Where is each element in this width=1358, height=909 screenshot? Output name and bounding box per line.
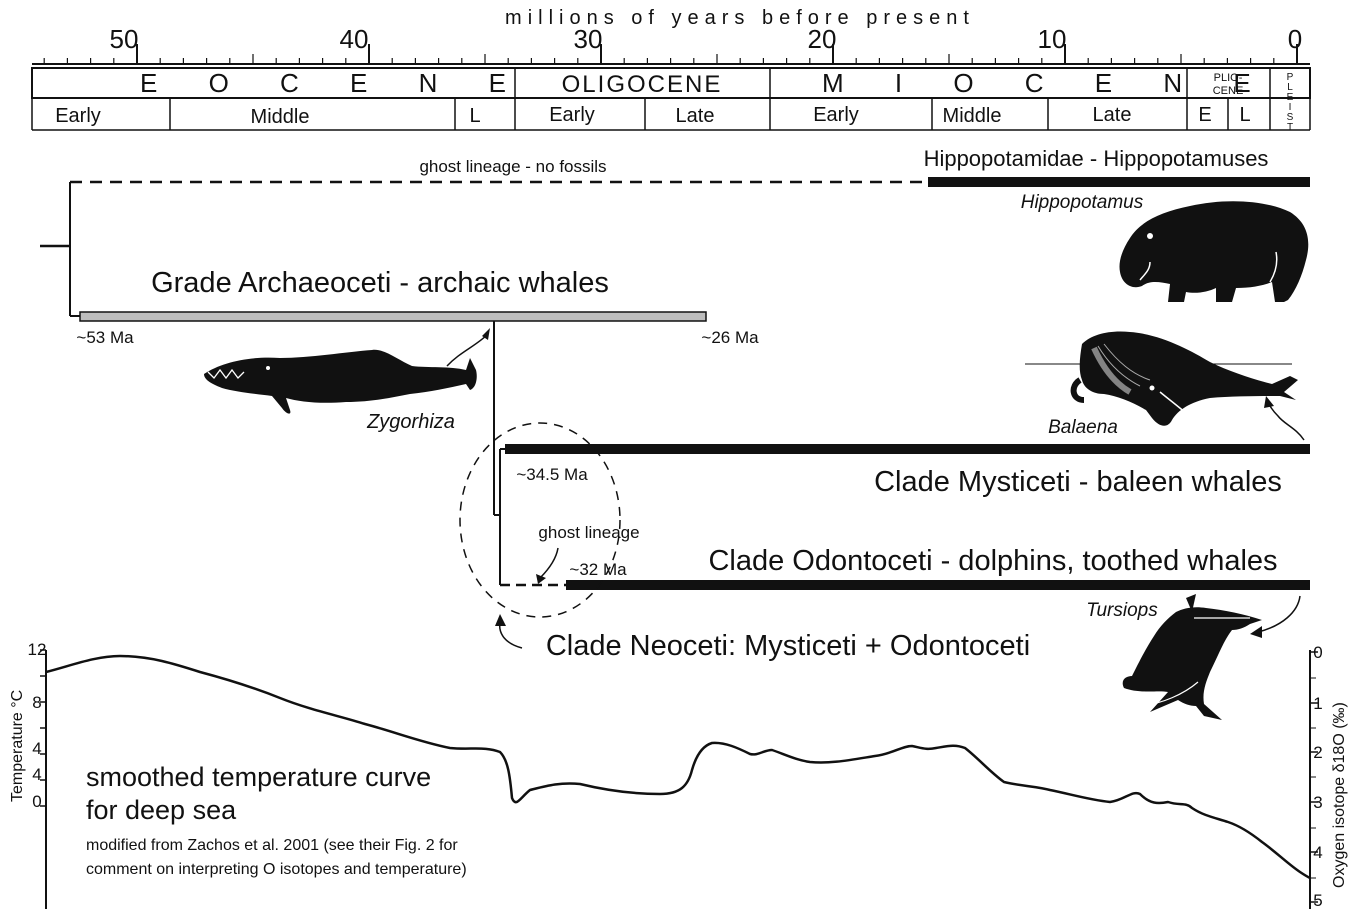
balaena-silhouette: [1025, 332, 1298, 426]
epoch-miocene: M I O C E N E: [822, 68, 1273, 98]
arrow-head: [1250, 626, 1262, 638]
isotope-axis-label: Oxygen isotope δ18O (‰): [1331, 702, 1348, 888]
epoch-eocene: E O C E N E: [140, 68, 528, 98]
tursiops-arrow: [1258, 596, 1300, 632]
sub-oligocene-early: Early: [549, 104, 595, 126]
temp-tick: 8: [32, 693, 41, 712]
archaeoceti-end: ~26 Ma: [701, 328, 759, 347]
temp-title-1: smoothed temperature curve: [86, 762, 431, 792]
tick-label-30: 30: [574, 24, 603, 54]
archaeoceti-bar: [80, 312, 706, 321]
balaena-label: Balaena: [1048, 417, 1118, 438]
archaeoceti-label: Grade Archaeoceti - archaic whales: [151, 267, 609, 299]
hippo-bar: [928, 177, 1310, 187]
subdivision-labels: Early Middle L Early Late Early Middle L…: [55, 104, 1250, 128]
time-axis-ticks: [44, 44, 1297, 64]
zygorhiza-arrow: [447, 334, 488, 366]
sub-eocene-early: Early: [55, 105, 101, 127]
temp-title-2: for deep sea: [86, 795, 237, 825]
tick-label-0: 0: [1288, 24, 1302, 54]
ghost-lineage-label: ghost lineage - no fossils: [419, 157, 606, 176]
temp-tick: 0: [32, 792, 41, 811]
odontoceti-label: Clade Odontoceti - dolphins, toothed wha…: [708, 545, 1277, 577]
arrow-head: [536, 574, 546, 584]
temp-left-tick-labels: 12 8 4 4 0: [28, 640, 47, 811]
sub-miocene-middle: Middle: [943, 105, 1002, 127]
isotope-tick: 1: [1313, 694, 1322, 713]
neoceti-label: Clade Neoceti: Mysticeti + Odontoceti: [546, 630, 1030, 662]
ghost-lineage-small-label: ghost lineage: [538, 523, 639, 542]
sub-miocene-early: Early: [813, 104, 859, 126]
odontoceti-start: ~32 Ma: [569, 560, 627, 579]
temp-tick: 4: [32, 739, 41, 758]
sub-eocene-late: L: [469, 105, 480, 127]
isotope-tick: 5: [1313, 891, 1322, 909]
sub-oligocene-late: Late: [676, 105, 715, 127]
odontoceti-bar: [566, 580, 1310, 590]
temp-note-2: comment on interpreting O isotopes and t…: [86, 861, 467, 878]
epoch-pleistocene: P L E I S T: [1287, 72, 1294, 133]
temp-tick: 4: [32, 765, 41, 784]
temp-note-1: modified from Zachos et al. 2001 (see th…: [86, 837, 458, 854]
isotope-tick: 0: [1313, 643, 1322, 662]
tick-label-40: 40: [340, 24, 369, 54]
sub-eocene-middle: Middle: [251, 106, 310, 128]
arrow-head: [1264, 396, 1274, 408]
temp-right-tick-labels: 0 1 2 3 4 5: [1313, 643, 1322, 909]
temp-axis-label: Temperature °C: [9, 690, 26, 802]
mysticeti-bar: [505, 444, 1310, 454]
pleist-letter: T: [1287, 122, 1293, 133]
mysticeti-label: Clade Mysticeti - baleen whales: [874, 466, 1282, 498]
hippo-genus: Hippopotamus: [1021, 192, 1144, 213]
temp-tick: 12: [28, 640, 47, 659]
hippopotamus-silhouette: [1119, 201, 1308, 302]
mysticeti-start: ~34.5 Ma: [516, 465, 588, 484]
balaena-arrow: [1268, 402, 1304, 440]
zygorhiza-label: Zygorhiza: [366, 411, 455, 433]
hippo-label: Hippopotamidae - Hippopotamuses: [924, 146, 1269, 171]
isotope-tick: 3: [1313, 793, 1322, 812]
tursiops-label: Tursiops: [1086, 600, 1158, 621]
sub-pliocene-late: L: [1239, 104, 1250, 126]
isotope-tick: 2: [1313, 743, 1322, 762]
epoch-oligocene: OLIGOCENE: [562, 71, 723, 98]
temp-right-ticks: [1310, 652, 1318, 902]
epoch-pliocene-1: PLIO-: [1214, 72, 1243, 84]
isotope-tick: 4: [1313, 843, 1322, 862]
tick-label-50: 50: [110, 24, 139, 54]
tick-label-10: 10: [1038, 24, 1067, 54]
zygorhiza-silhouette: [204, 350, 477, 414]
sub-miocene-late: Late: [1093, 104, 1132, 126]
arrow-head: [495, 614, 506, 626]
sub-pliocene-early: E: [1198, 104, 1211, 126]
ghost-lineage-arrow: [540, 548, 558, 578]
archaeoceti-start: ~53 Ma: [76, 328, 134, 347]
epoch-pliocene-2: CENE: [1213, 85, 1244, 97]
